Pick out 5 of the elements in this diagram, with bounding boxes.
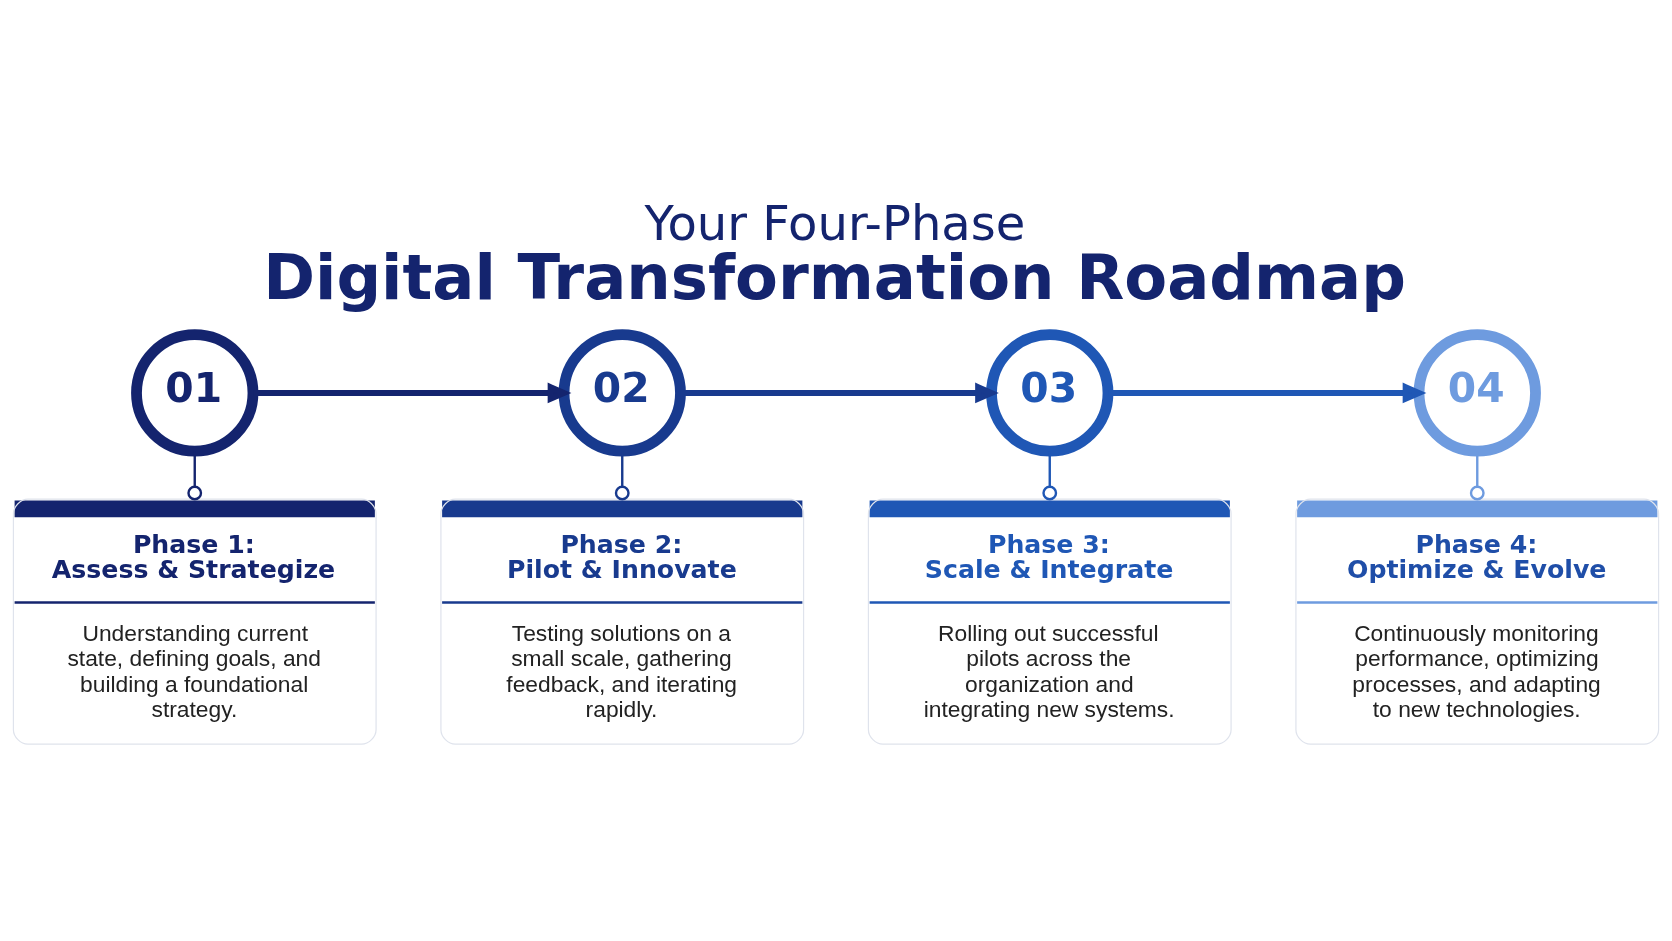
- node-circle: 02: [558, 328, 686, 457]
- node-circle: 04: [1413, 328, 1541, 457]
- diagram-title: Your Four-Phase Digital Transformation Roadmap: [263, 194, 1406, 314]
- node-circle: 03: [986, 328, 1114, 457]
- node-circle: 01: [131, 328, 259, 457]
